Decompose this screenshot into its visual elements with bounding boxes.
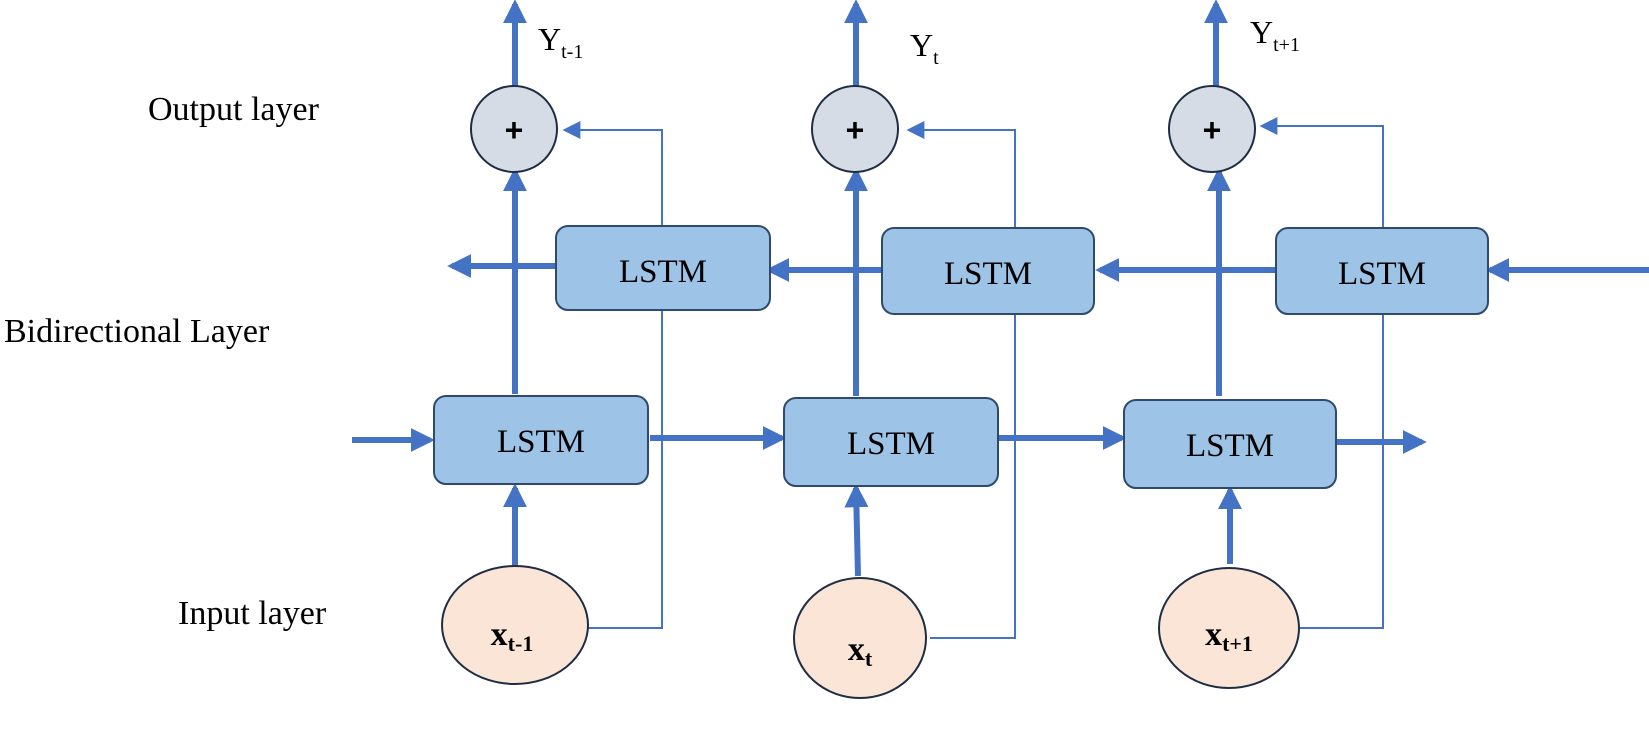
lstm-label: LSTM	[1186, 428, 1274, 464]
forward-to-sum-arrows	[503, 167, 1231, 396]
plus-label: +	[505, 112, 524, 148]
skip-connections	[562, 117, 1384, 639]
bidirectional-layer-label: Bidirectional Layer	[4, 313, 270, 350]
output-layer-label: Output layer	[148, 91, 320, 128]
input-node: xt-1	[441, 565, 589, 685]
backward-lstm-cell: LSTM	[881, 227, 1095, 315]
lstm-label: LSTM	[944, 256, 1032, 292]
input-label: xt+1	[1205, 616, 1253, 656]
output-label: Yt-1	[538, 21, 583, 63]
plus-label: +	[1203, 112, 1222, 148]
sum-node: +	[811, 85, 899, 173]
forward-lstm-cell: LSTM	[433, 395, 649, 485]
lstm-label: LSTM	[1338, 256, 1426, 292]
plus-label: +	[846, 112, 865, 148]
input-layer-label: Input layer	[178, 595, 327, 632]
output-label: Yt+1	[1250, 14, 1300, 56]
input-arrows	[503, 483, 1242, 577]
output-arrows	[503, 0, 1228, 86]
output-label: Yt	[910, 27, 939, 69]
input-label: xt-1	[491, 616, 534, 656]
forward-chain-arrows	[352, 426, 1427, 454]
input-node: xt	[793, 577, 927, 699]
sum-node: +	[1168, 85, 1256, 173]
backward-lstm-cell: LSTM	[1275, 227, 1489, 315]
forward-lstm-cell: LSTM	[783, 397, 999, 487]
lstm-label: LSTM	[847, 426, 935, 462]
forward-lstm-cell: LSTM	[1123, 399, 1337, 489]
backward-chain-arrows	[447, 254, 1649, 282]
lstm-label: LSTM	[497, 424, 585, 460]
backward-lstm-cell: LSTM	[555, 225, 771, 311]
input-node: xt+1	[1158, 567, 1300, 689]
sum-node: +	[470, 85, 558, 173]
input-label: xt	[848, 631, 873, 671]
lstm-label: LSTM	[619, 254, 707, 290]
